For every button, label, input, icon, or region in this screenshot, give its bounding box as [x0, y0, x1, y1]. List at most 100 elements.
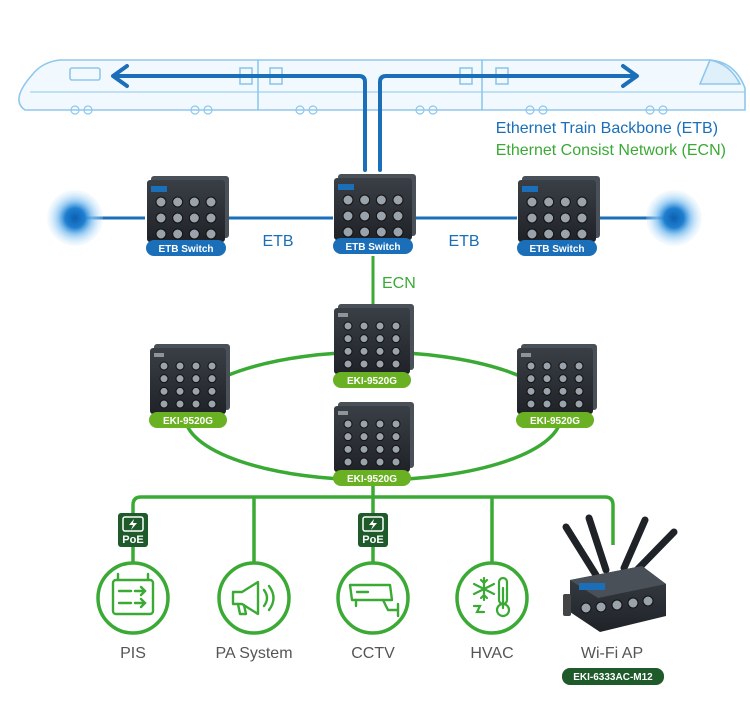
port-connector-icon [392, 194, 404, 206]
device-label-badge [333, 372, 411, 388]
port-connector-icon [391, 346, 401, 356]
port-connector-icon [359, 346, 369, 356]
device-label-pa-system: PA System [215, 645, 292, 662]
port-connector-icon [207, 361, 217, 371]
wifi-ap-device-icon [562, 514, 678, 632]
port-connector-icon [543, 228, 555, 240]
hvac-thermometer-icon [472, 576, 511, 618]
port-connector-icon [205, 196, 217, 208]
train-wheels [70, 105, 668, 115]
port-connector-icon [526, 228, 538, 240]
port-connector-icon [526, 399, 536, 409]
device-label-hvac: HVAC [470, 645, 513, 662]
device-label-text: EKI-9520G [530, 416, 580, 427]
port-connector-icon [375, 359, 385, 369]
train-end-node-left-icon [47, 190, 103, 246]
device-cctv [336, 561, 410, 635]
device-label-badge [517, 240, 597, 256]
port-connector-icon [559, 228, 571, 240]
port-connector-icon [391, 334, 401, 344]
ecn-link-label: ECN [382, 275, 416, 292]
port-connector-icon [526, 212, 538, 224]
device-label-text: ETB Switch [529, 244, 584, 255]
port-connector-icon [392, 210, 404, 222]
port-connector-icon [191, 374, 201, 384]
port-connector-icon [359, 210, 371, 222]
eki-9520g-switch: EKI-9520G [149, 344, 230, 428]
device-label-text: ETB Switch [345, 242, 400, 253]
etb-backbone-lines [111, 64, 639, 172]
legend-ecn: Ethernet Consist Network (ECN) [495, 142, 726, 159]
port-connector-icon [558, 399, 568, 409]
port-connector-icon [391, 321, 401, 331]
device-label-cctv: CCTV [351, 645, 395, 662]
device-label-wifi-ap: Wi-Fi AP [581, 645, 643, 662]
eki-9520g-switch: EKI-9520G [333, 402, 414, 486]
port-connector-icon [343, 346, 353, 356]
port-connector-icon [542, 361, 552, 371]
port-connector-icon [526, 361, 536, 371]
port-connector-icon [359, 457, 369, 467]
etb-switch: ETB Switch [333, 174, 416, 254]
eki-9520g-switch: EKI-9520G [333, 304, 414, 388]
port-connector-icon [542, 399, 552, 409]
port-connector-icon [558, 374, 568, 384]
port-connector-icon [207, 386, 217, 396]
port-connector-icon [574, 386, 584, 396]
device-hvac [455, 561, 529, 635]
port-connector-icon [391, 432, 401, 442]
port-connector-icon [558, 361, 568, 371]
device-label-pis: PIS [120, 645, 146, 662]
port-connector-icon [159, 361, 169, 371]
port-connector-icon [391, 444, 401, 454]
device-label-text: EKI-9520G [163, 416, 213, 427]
poe-badge: PoE [118, 513, 148, 547]
device-label-badge [333, 238, 413, 254]
port-connector-icon [172, 196, 184, 208]
lightning-icon [129, 519, 137, 530]
svg-text:PoE: PoE [362, 534, 383, 546]
port-connector-icon [375, 457, 385, 467]
port-connector-icon [391, 359, 401, 369]
device-label-text: ETB Switch [158, 244, 213, 255]
port-connector-icon [359, 321, 369, 331]
etb-switch: ETB Switch [517, 176, 600, 256]
port-connector-icon [343, 419, 353, 429]
port-connector-icon [175, 399, 185, 409]
cctv-camera-icon [348, 583, 400, 618]
port-connector-icon [559, 196, 571, 208]
port-connector-icon [391, 419, 401, 429]
port-connector-icon [188, 196, 200, 208]
port-connector-icon [191, 399, 201, 409]
port-connector-icon [359, 444, 369, 454]
wifi-model-badge: EKI-6333AC-M12 [562, 668, 664, 685]
port-connector-icon [375, 334, 385, 344]
port-connector-icon [375, 444, 385, 454]
port-connector-icon [375, 226, 387, 238]
port-connector-icon [172, 212, 184, 224]
etb-link-label: ETB [262, 233, 293, 250]
port-connector-icon [342, 210, 354, 222]
port-connector-icon [155, 196, 167, 208]
port-connector-icon [574, 399, 584, 409]
port-connector-icon [207, 374, 217, 384]
device-label-badge [149, 412, 227, 428]
port-connector-icon [359, 226, 371, 238]
port-connector-icon [375, 210, 387, 222]
port-connector-icon [542, 374, 552, 384]
port-connector-icon [574, 374, 584, 384]
port-connector-icon [205, 228, 217, 240]
device-pis [96, 561, 170, 635]
port-connector-icon [343, 359, 353, 369]
port-connector-icon [175, 374, 185, 384]
svg-text:PoE: PoE [122, 534, 143, 546]
port-connector-icon [191, 361, 201, 371]
device-pa-system [217, 561, 291, 635]
port-connector-icon [359, 334, 369, 344]
port-connector-icon [188, 212, 200, 224]
port-connector-icon [343, 334, 353, 344]
megaphone-icon [231, 580, 275, 616]
legend-etb: Ethernet Train Backbone (ETB) [495, 120, 719, 137]
port-connector-icon [542, 386, 552, 396]
